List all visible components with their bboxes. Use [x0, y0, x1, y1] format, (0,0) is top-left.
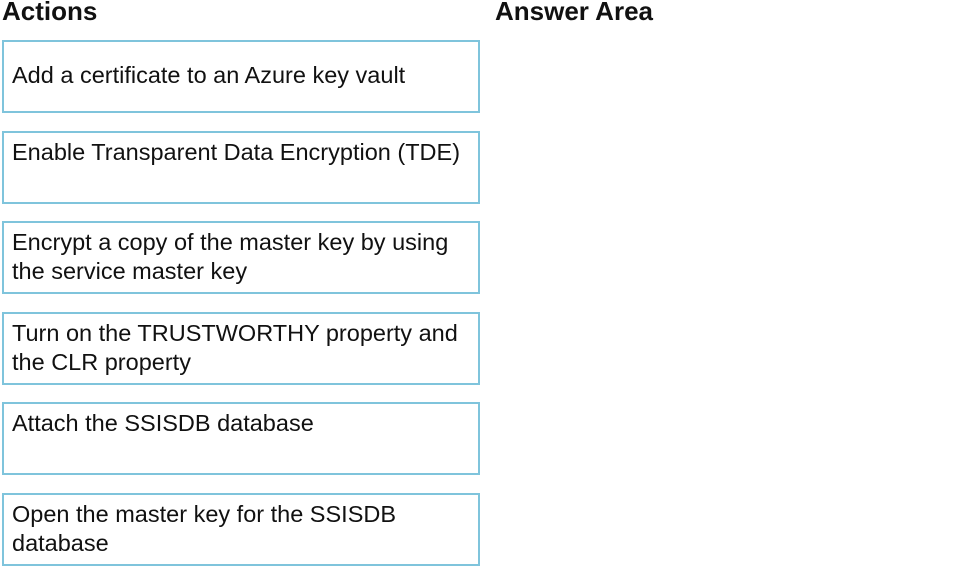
action-item-encrypt-master-key[interactable]: Encrypt a copy of the master key by usin…	[2, 221, 480, 294]
action-item-enable-tde[interactable]: Enable Transparent Data Encryption (TDE)	[2, 131, 480, 204]
action-item-attach-ssisdb[interactable]: Attach the SSISDB database	[2, 402, 480, 475]
action-item-open-master-key[interactable]: Open the master key for the SSISDB datab…	[2, 493, 480, 566]
action-label: Enable Transparent Data Encryption (TDE)	[12, 139, 461, 165]
answer-area-dropzone[interactable]	[495, 40, 965, 565]
action-label: Attach the SSISDB database	[12, 410, 314, 436]
action-item-add-certificate[interactable]: Add a certificate to an Azure key vault	[2, 40, 480, 113]
action-item-trustworthy-clr[interactable]: Turn on the TRUSTWORTHY property and the…	[2, 312, 480, 385]
action-label: Open the master key for the SSISDB datab…	[12, 501, 397, 556]
action-label: Turn on the TRUSTWORTHY property and the…	[12, 320, 458, 375]
actions-heading: Actions	[2, 0, 98, 26]
action-label: Encrypt a copy of the master key by usin…	[12, 229, 449, 284]
answer-area-heading: Answer Area	[495, 0, 653, 26]
action-label: Add a certificate to an Azure key vault	[12, 62, 406, 88]
